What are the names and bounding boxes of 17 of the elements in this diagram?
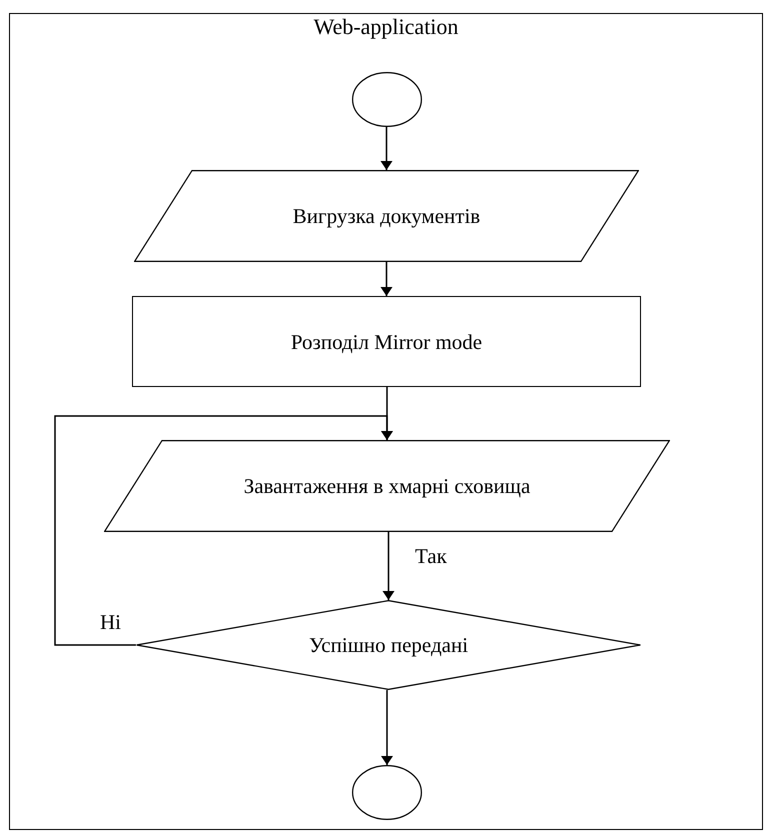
arrow (384, 532, 393, 600)
swimlane-frame (9, 13, 763, 830)
frame-title: Web-application (312, 14, 460, 40)
io-parallelogram (104, 440, 670, 532)
node-label: Розподіл Mirror mode (290, 328, 484, 356)
arrow (54, 415, 392, 646)
arrow (382, 127, 391, 170)
io-parallelogram (134, 170, 639, 262)
arrow (382, 262, 391, 296)
node-label: Завантаження в хмарні сховища (242, 473, 532, 500)
terminator-circle (352, 765, 422, 820)
arrow (382, 690, 392, 765)
terminator-circle (352, 72, 422, 127)
process-box (132, 296, 641, 387)
decision-diamond (136, 600, 641, 690)
node-label: Успішно передані (308, 632, 470, 659)
node-label: Вигрузка документів (292, 203, 482, 230)
